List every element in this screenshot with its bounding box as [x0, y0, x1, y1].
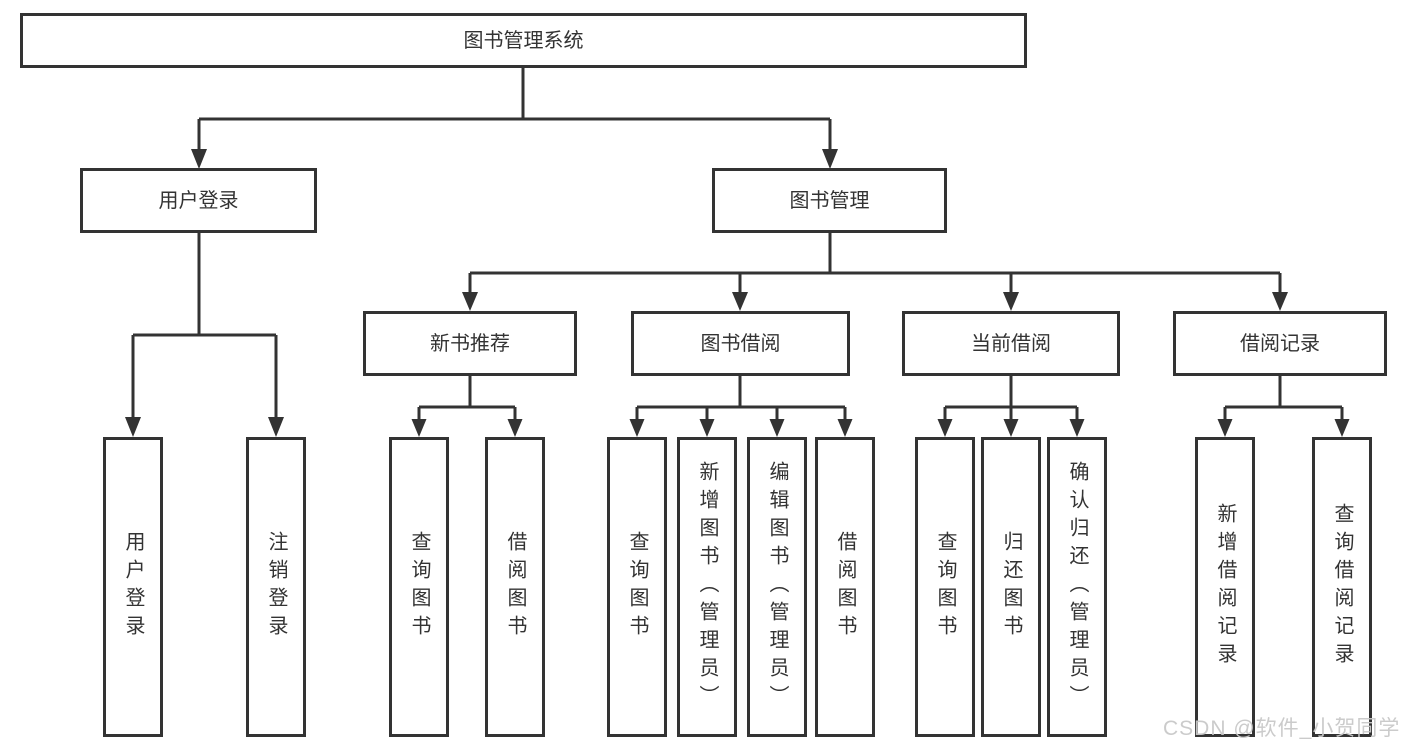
leaf-br-query-record: 查询借阅记录	[1312, 437, 1372, 737]
leaf-logout-label: 注销登录	[265, 531, 287, 643]
node-borrow-records: 借阅记录	[1173, 311, 1387, 376]
watermark-text: CSDN @软件_小贺同学	[1163, 717, 1401, 740]
leaf-nb-borrow-book: 借阅图书	[485, 437, 545, 737]
node-root-label: 图书管理系统	[463, 29, 584, 52]
leaf-cb-return-book-label: 归还图书	[1000, 531, 1022, 643]
node-user-login-label: 用户登录	[158, 189, 239, 212]
leaf-bb-edit-book: 编辑图书（管理员）	[747, 437, 807, 737]
leaf-br-add-record-label: 新增借阅记录	[1214, 503, 1236, 671]
leaf-nb-borrow-book-label: 借阅图书	[504, 531, 526, 643]
leaf-bb-borrow-book-label: 借阅图书	[834, 531, 856, 643]
leaf-bb-add-book: 新增图书（管理员）	[677, 437, 737, 737]
leaf-logout: 注销登录	[246, 437, 306, 737]
node-current-borrow-label: 当前借阅	[971, 332, 1051, 355]
node-user-login: 用户登录	[80, 168, 317, 233]
node-book-borrow: 图书借阅	[631, 311, 850, 376]
node-borrow-records-label: 借阅记录	[1240, 332, 1320, 355]
leaf-cb-query-book-label: 查询图书	[934, 531, 956, 643]
leaf-cb-confirm-return-label: 确认归还（管理员）	[1066, 461, 1088, 713]
leaf-cb-return-book: 归还图书	[981, 437, 1041, 737]
leaf-br-query-record-label: 查询借阅记录	[1331, 503, 1353, 671]
leaf-cb-confirm-return: 确认归还（管理员）	[1047, 437, 1107, 737]
node-book-borrow-label: 图书借阅	[700, 332, 781, 355]
node-current-borrow: 当前借阅	[902, 311, 1120, 376]
node-book-management: 图书管理	[712, 168, 947, 233]
leaf-bb-query-book-label: 查询图书	[626, 531, 648, 643]
leaf-bb-borrow-book: 借阅图书	[815, 437, 875, 737]
leaf-nb-query-book-label: 查询图书	[408, 531, 430, 643]
leaf-bb-edit-book-label: 编辑图书（管理员）	[766, 461, 788, 713]
connector-path	[131, 68, 1344, 423]
node-book-management-label: 图书管理	[789, 189, 870, 212]
leaf-br-add-record: 新增借阅记录	[1195, 437, 1255, 737]
leaf-bb-add-book-label: 新增图书（管理员）	[696, 461, 718, 713]
node-new-book-recommend: 新书推荐	[363, 311, 577, 376]
leaf-user-login-label: 用户登录	[122, 531, 144, 643]
leaf-nb-query-book: 查询图书	[389, 437, 449, 737]
leaf-cb-query-book: 查询图书	[915, 437, 975, 737]
leaf-bb-query-book: 查询图书	[607, 437, 667, 737]
node-new-book-recommend-label: 新书推荐	[430, 332, 510, 355]
arrowheads	[125, 149, 1350, 437]
node-root: 图书管理系统	[20, 13, 1027, 68]
leaf-user-login: 用户登录	[103, 437, 163, 737]
